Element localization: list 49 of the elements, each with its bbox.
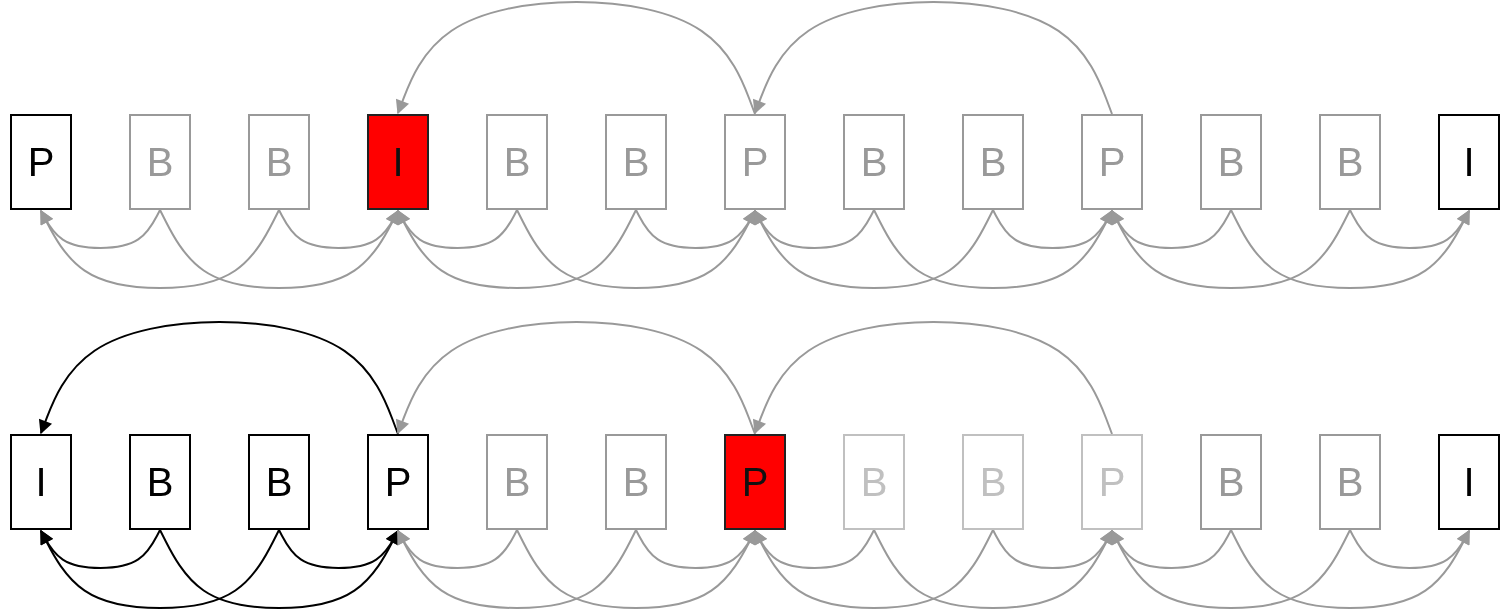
arrow: [395, 321, 756, 435]
frame-box: P: [1081, 434, 1143, 530]
arrow: [992, 209, 1113, 249]
frame-box: P: [724, 114, 786, 210]
frame-box: B: [962, 114, 1024, 210]
arrow: [1111, 529, 1351, 609]
arrow: [395, 1, 756, 115]
frame-box: B: [843, 434, 905, 530]
frame-box: B: [129, 434, 191, 530]
frame-box: I: [10, 434, 72, 530]
frame-box: B: [962, 434, 1024, 530]
arrow: [754, 209, 994, 289]
frame-box: B: [486, 434, 548, 530]
arrow: [40, 209, 280, 289]
arrow: [754, 529, 994, 609]
frame-box: P: [367, 434, 429, 530]
arrow: [1349, 209, 1470, 249]
frame-box: B: [605, 434, 667, 530]
frame-box: B: [1200, 434, 1262, 530]
frame-box: P: [10, 114, 72, 210]
frame-box: B: [248, 434, 310, 530]
arrow: [992, 529, 1113, 569]
arrow: [397, 529, 637, 609]
frame-box: B: [1200, 114, 1262, 210]
frame-box: B: [605, 114, 667, 210]
arrow: [1111, 209, 1351, 289]
arrow: [38, 321, 399, 435]
arrow: [1230, 209, 1470, 289]
arrow: [635, 209, 756, 249]
frame-box: I: [1438, 114, 1500, 210]
arrow: [1230, 529, 1470, 609]
frame-box: I: [1438, 434, 1500, 530]
arrow: [278, 529, 399, 569]
arrow: [752, 321, 1113, 435]
frame-box: B: [1319, 114, 1381, 210]
frame-box: B: [843, 114, 905, 210]
arrow: [278, 209, 399, 249]
frame-box: I: [367, 114, 429, 210]
frame-box: P: [724, 434, 786, 530]
frame-box: B: [486, 114, 548, 210]
frame-box: B: [129, 114, 191, 210]
arrow: [397, 209, 637, 289]
arrow: [752, 1, 1113, 115]
frame-box: B: [248, 114, 310, 210]
arrow: [635, 529, 756, 569]
arrow: [1349, 529, 1470, 569]
arrow: [40, 529, 280, 609]
frame-box: B: [1319, 434, 1381, 530]
frame-box: P: [1081, 114, 1143, 210]
